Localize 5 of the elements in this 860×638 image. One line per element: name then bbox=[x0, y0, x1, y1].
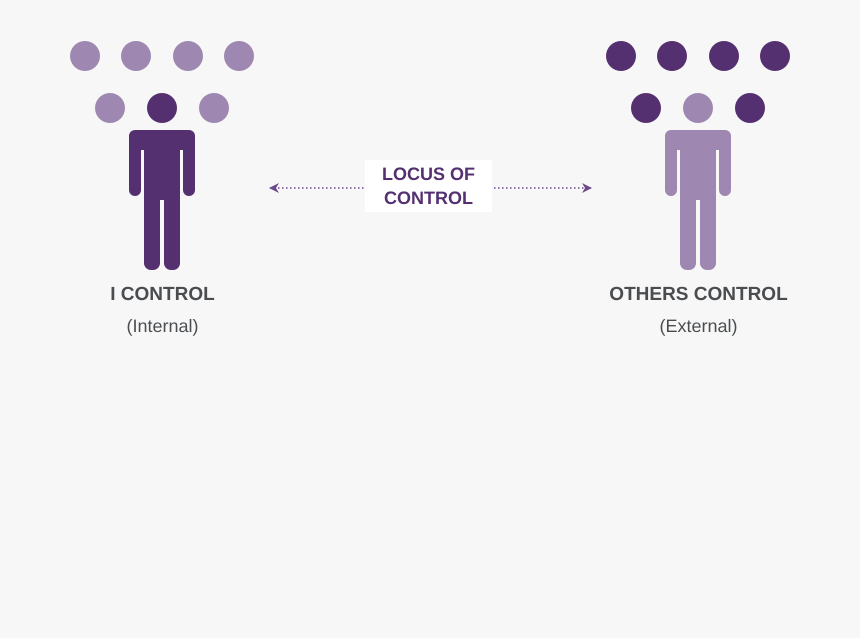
edge-label: LOCUS OF CONTROL bbox=[365, 160, 492, 212]
subheading: (External) bbox=[659, 314, 738, 338]
heading: I CONTROL bbox=[110, 283, 215, 307]
heading: OTHERS CONTROL bbox=[609, 283, 788, 307]
subheading: (Internal) bbox=[126, 314, 199, 338]
